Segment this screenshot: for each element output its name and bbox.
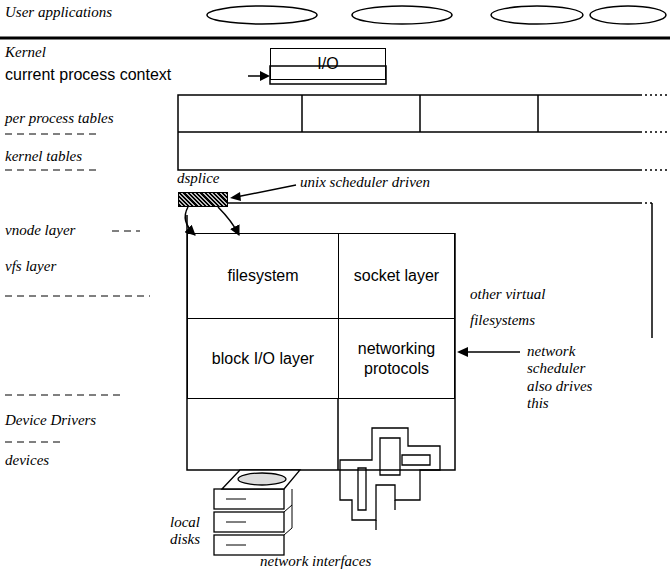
box-text: I/O: [315, 52, 340, 75]
layer-label: Device Drivers: [5, 412, 135, 429]
protocols-box: networking protocols: [338, 318, 455, 399]
layer-label: per process tables: [5, 110, 165, 127]
layer-label: vfs layer: [5, 258, 115, 275]
driver-divider: [337, 398, 339, 470]
note-label: network scheduler also drives this: [527, 343, 612, 412]
table-continuation: [640, 95, 668, 170]
leader-line: [248, 75, 262, 77]
layer-label: Kernel: [5, 44, 105, 61]
box-text: networking protocols: [339, 337, 454, 379]
vnode-line: [228, 202, 640, 204]
layer-label: devices: [5, 452, 105, 469]
dsplice-box: dsplice: [178, 192, 228, 207]
vnode-continuation: [640, 202, 652, 204]
box-text: block I/O layer: [210, 347, 316, 370]
stack-outline: [187, 215, 455, 470]
user-kernel-boundary: [0, 37, 670, 40]
leader-line: [236, 185, 296, 197]
other-vfs-bracket: [651, 203, 653, 338]
dispatch-arrow: [218, 207, 239, 235]
device-label: network interfaces: [260, 553, 430, 570]
note-label: other virtual filesystems: [470, 282, 590, 333]
layer-label: User applications: [5, 4, 165, 21]
box-text: dsplice: [177, 169, 220, 187]
application-ellipse: [207, 6, 317, 24]
note-label: unix scheduler driven: [300, 174, 480, 191]
dispatch-arrow: [185, 207, 195, 235]
box-text: filesystem: [225, 264, 300, 287]
application-ellipse: [491, 6, 583, 24]
device-label: local disks: [170, 514, 210, 549]
block-io-box: block I/O layer: [187, 318, 339, 399]
table-grid: [178, 95, 640, 170]
network-interface-drawing: [340, 428, 440, 530]
socket-layer-box: socket layer: [338, 233, 455, 319]
io-cell: I/O: [270, 48, 386, 80]
context-label: current process context: [5, 66, 245, 84]
application-ellipse: [590, 6, 666, 24]
leader-line: [465, 351, 520, 353]
application-ellipse: [352, 6, 452, 24]
layer-label: kernel tables: [5, 148, 165, 165]
box-text: socket layer: [352, 264, 441, 287]
filesystem-box: filesystem: [187, 233, 339, 319]
disk-stack: [214, 470, 300, 555]
layer-label: vnode layer: [5, 222, 115, 239]
